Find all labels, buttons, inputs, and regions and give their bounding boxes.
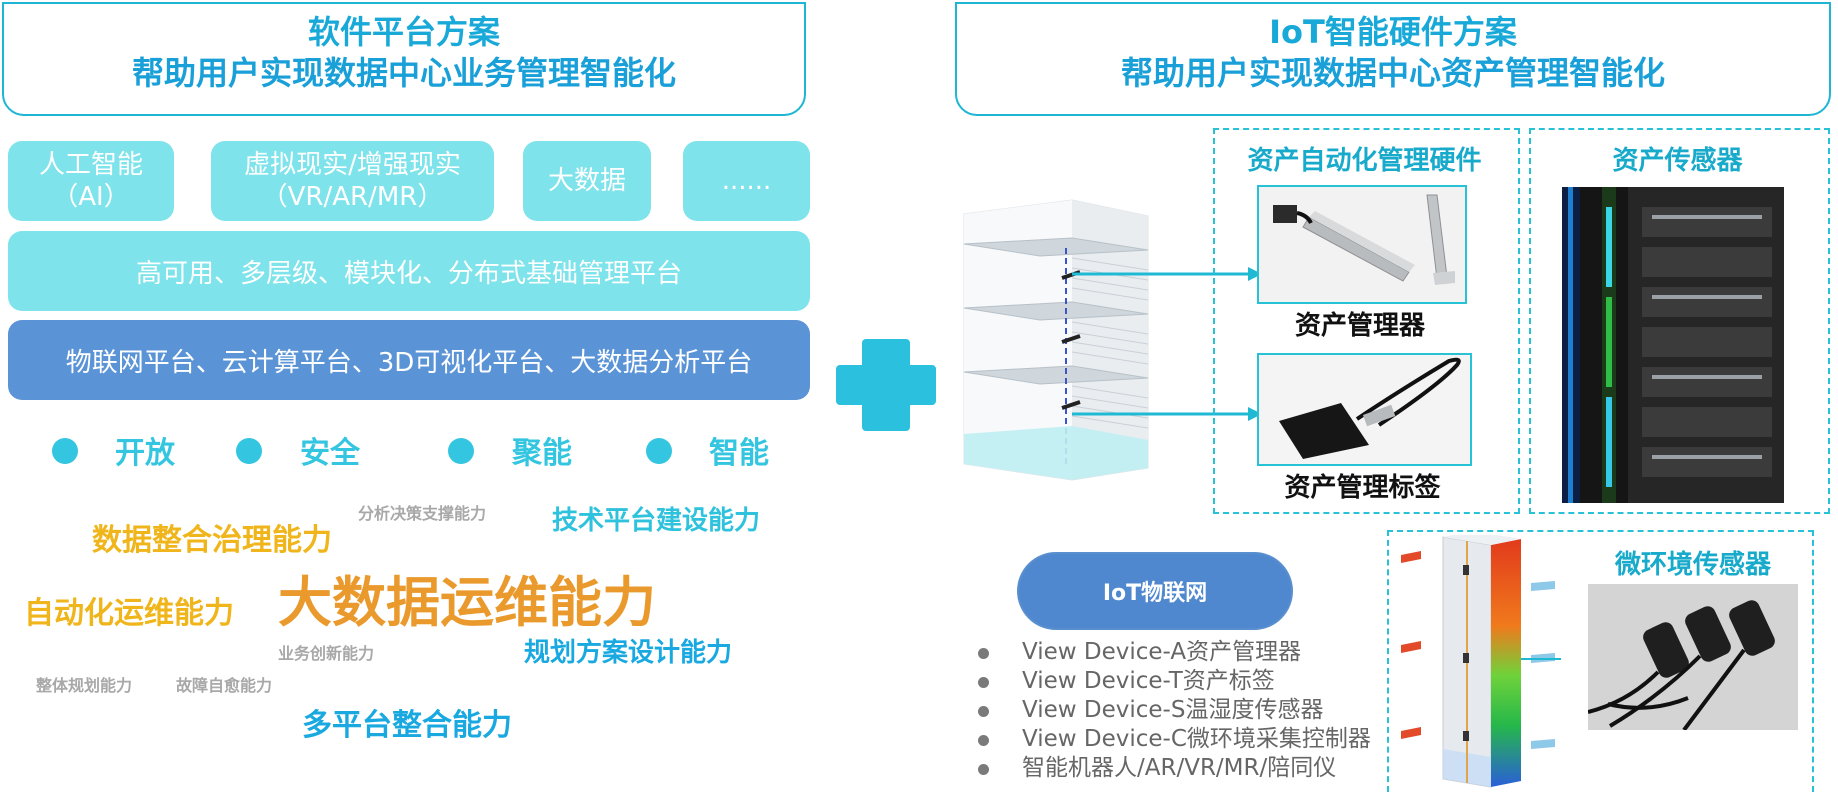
chip-vr-line1: 虚拟现实/增强现实: [244, 150, 461, 180]
device-item: View Device-C微环境采集控制器: [978, 725, 1371, 754]
bullet-icon: [978, 735, 989, 746]
device-label: View Device-S温湿度传感器: [1022, 697, 1324, 723]
cloud-planning-design: 规划方案设计能力: [524, 638, 733, 668]
software-title-box: 软件平台方案 帮助用户实现数据中心业务管理智能化: [2, 2, 806, 116]
asset-hardware-box: [1213, 128, 1520, 514]
iot-title-box: IoT智能硬件方案 帮助用户实现数据中心资产管理智能化: [955, 2, 1831, 116]
iot-subtitle: 帮助用户实现数据中心资产管理智能化: [1120, 54, 1665, 92]
asset-tag-image: [1257, 353, 1472, 466]
bullet-icon: [978, 706, 989, 717]
asset-sensor-title: 资产传感器: [1612, 146, 1743, 176]
platform-band: 高可用、多层级、模块化、分布式基础管理平台: [8, 231, 810, 311]
cloud-overall-planning: 整体规划能力: [36, 676, 133, 695]
plus-icon: [836, 339, 936, 431]
device-label: 智能机器人/AR/VR/MR/陪同仪: [1022, 755, 1337, 781]
device-item: View Device-A资产管理器: [978, 638, 1371, 667]
device-label: View Device-T资产标签: [1022, 668, 1275, 694]
feature-secure: 安全: [300, 436, 360, 471]
chip-vr-line2: （VR/AR/MR）: [261, 182, 444, 212]
device-label: View Device-C微环境采集控制器: [1022, 726, 1371, 752]
cloud-business-innovation: 业务创新能力: [278, 644, 375, 663]
chip-vr: 虚拟现实/增强现实 （VR/AR/MR）: [211, 141, 494, 221]
asset-tag-caption: 资产管理标签: [1284, 473, 1441, 503]
chip-more-label: ......: [721, 166, 772, 196]
feature-dot-smart: [646, 438, 672, 464]
arrow-right-icon: [1072, 267, 1262, 281]
feature-open: 开放: [115, 436, 175, 471]
micro-env-rack-illustration: [1401, 535, 1561, 788]
chip-bigdata-label: 大数据: [547, 166, 626, 196]
bullet-icon: [978, 764, 989, 775]
feature-gather: 聚能: [512, 436, 572, 471]
device-item: 智能机器人/AR/VR/MR/陪同仪: [978, 754, 1371, 783]
micro-env-sensor-image: [1588, 584, 1798, 730]
asset-manager-image: [1257, 185, 1467, 304]
device-list: View Device-A资产管理器 View Device-T资产标签 Vie…: [978, 638, 1371, 783]
feature-dot-secure: [236, 438, 262, 464]
feature-smart: 智能: [709, 436, 769, 471]
iot-network-pill: IoT物联网: [1017, 552, 1293, 630]
cloud-bigdata-ops: 大数据运维能力: [278, 571, 656, 634]
arrow-right-icon: [1072, 407, 1262, 421]
device-item: View Device-T资产标签: [978, 667, 1371, 696]
cloud-decision-support: 分析决策支撑能力: [358, 504, 487, 523]
micro-env-title: 微环境传感器: [1614, 550, 1771, 580]
cloud-auto-ops: 自动化运维能力: [24, 596, 234, 631]
rack-icon: [963, 199, 1149, 481]
bullet-icon: [978, 677, 989, 688]
cloud-data-integration: 数据整合治理能力: [92, 523, 332, 558]
asset-sensor-image: [1562, 187, 1784, 503]
software-subtitle: 帮助用户实现数据中心业务管理智能化: [131, 54, 676, 92]
asset-sensor-box: [1529, 128, 1830, 514]
software-title: 软件平台方案: [307, 13, 500, 51]
chip-ai-line1: 人工智能: [38, 150, 143, 180]
feature-dot-gather: [448, 438, 474, 464]
services-band: 物联网平台、云计算平台、3D可视化平台、大数据分析平台: [8, 320, 810, 400]
iot-title: IoT智能硬件方案: [1269, 13, 1517, 51]
chip-ai: 人工智能 （AI）: [8, 141, 174, 221]
device-item: View Device-S温湿度传感器: [978, 696, 1371, 725]
asset-hardware-title: 资产自动化管理硬件: [1247, 146, 1482, 176]
chip-bigdata: 大数据: [523, 141, 651, 221]
asset-manager-caption: 资产管理器: [1294, 311, 1425, 341]
cloud-self-healing: 故障自愈能力: [176, 676, 273, 695]
bullet-icon: [978, 648, 989, 659]
chip-more: ......: [683, 141, 810, 221]
cloud-multi-platform: 多平台整合能力: [302, 708, 512, 743]
cloud-tech-platform: 技术平台建设能力: [552, 506, 761, 536]
device-label: View Device-A资产管理器: [1022, 639, 1302, 665]
micro-env-box: [1387, 530, 1814, 792]
chip-ai-line2: （AI）: [52, 182, 130, 212]
feature-dot-open: [52, 438, 78, 464]
